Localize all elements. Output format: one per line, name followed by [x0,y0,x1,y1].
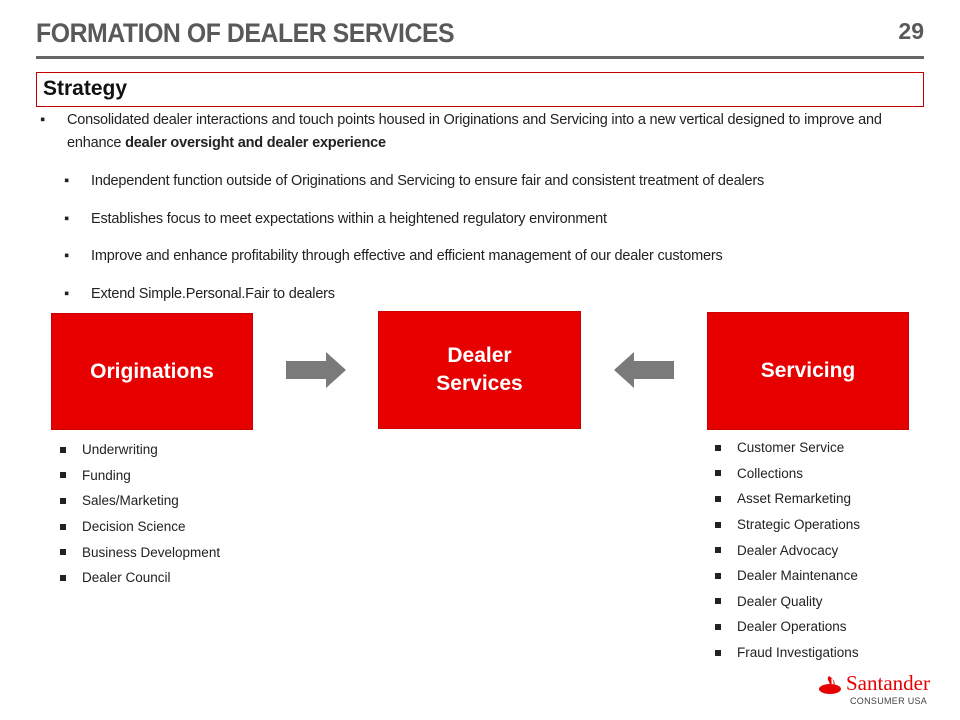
bullet-icon [715,521,721,528]
list-item-label: Sales/Marketing [82,493,179,509]
bullet-icon: ▪ [64,173,69,189]
arrow-left-icon [614,352,674,388]
logo-subtitle: CONSUMER USA [850,696,928,706]
title-divider [36,56,924,59]
bullet-icon [715,547,721,554]
page-title: FORMATION OF DEALER SERVICES [36,18,455,48]
servicing-list: Customer Service Collections Asset Remar… [715,435,860,665]
bullet-icon [715,470,721,477]
page-number: 29 [898,18,924,44]
servicing-box: Servicing [707,312,909,430]
list-item-label: Business Development [82,544,221,560]
main-bullet-text: Consolidated dealer interactions and tou… [67,112,882,151]
list-item: Funding [60,463,220,489]
list-item-label: Dealer Maintenance [737,568,858,584]
list-item: Dealer Maintenance [715,563,860,589]
list-item: Collections [715,461,860,487]
list-item: Business Development [60,539,220,565]
dealer-services-line1: Dealer [447,344,512,367]
originations-list: Underwriting Funding Sales/Marketing Dec… [60,437,220,591]
list-item: Dealer Advocacy [715,537,860,563]
bullet-icon [715,444,721,451]
list-item: Decision Science [60,514,220,540]
arrow-right-icon [286,352,346,388]
list-item-label: Fraud Investigations [737,645,859,661]
dealer-services-line2: Services [436,372,523,395]
sub-bullet: Improve and enhance profitability throug… [91,248,723,264]
bullet-icon [715,572,721,579]
flame-icon [819,676,841,694]
originations-box: Originations [51,313,253,430]
list-item-label: Asset Remarketing [737,491,852,507]
list-item: Customer Service [715,435,860,461]
sub-bullet: Independent function outside of Originat… [91,173,765,189]
sub-bullet: Establishes focus to meet expectations w… [91,211,607,227]
list-item-label: Strategic Operations [737,517,861,533]
list-item-label: Dealer Council [82,570,171,586]
list-item-label: Customer Service [737,440,845,456]
bullet-icon [715,598,721,605]
list-item-label: Dealer Quality [737,593,823,609]
bullet-icon: ▪ [64,211,69,227]
list-item: Dealer Quality [715,589,860,615]
bullet-icon: ▪ [40,112,45,128]
bullet-icon [60,523,66,530]
list-item: Underwriting [60,437,220,463]
main-bullet-bold: dealer oversight and dealer experience [125,135,386,151]
bullet-icon [715,649,721,656]
list-item: Fraud Investigations [715,640,860,666]
bullet-icon [715,623,721,630]
bullet-icon: ▪ [64,286,69,302]
list-item-label: Underwriting [82,442,158,458]
list-item-label: Collections [737,465,804,481]
bullet-icon [60,549,66,556]
list-item: Strategic Operations [715,512,860,538]
list-item: Asset Remarketing [715,486,860,512]
list-item: Dealer Council [60,565,220,591]
list-item-label: Funding [82,467,131,483]
section-heading: Strategy [36,72,924,107]
list-item-label: Dealer Advocacy [737,542,839,558]
list-item: Sales/Marketing [60,488,220,514]
bullet-icon [60,574,66,581]
main-bullet: Consolidated dealer interactions and tou… [67,109,937,155]
list-item-label: Decision Science [82,519,186,535]
sub-bullet: Extend Simple.Personal.Fair to dealers [91,286,335,302]
list-item: Dealer Operations [715,614,860,640]
bullet-icon [60,446,66,453]
bullet-icon [60,472,66,479]
bullet-icon [715,495,721,502]
bullet-icon [60,497,66,504]
list-item-label: Dealer Operations [737,619,847,635]
logo-brand: Santander [846,671,930,695]
bullet-icon: ▪ [64,248,69,264]
